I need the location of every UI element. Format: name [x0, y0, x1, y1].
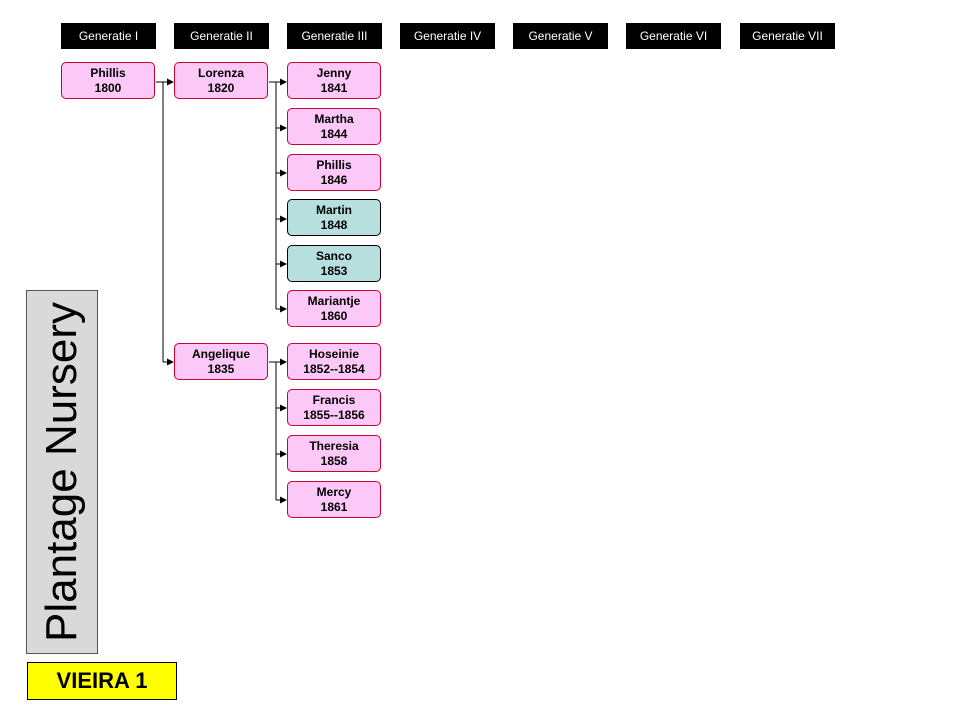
person-name: Mariantje [307, 294, 361, 308]
person-years: 1835 [207, 362, 235, 376]
person-years: 1855--1856 [303, 408, 365, 422]
person-name: Theresia [309, 439, 359, 453]
person-martha[interactable]: Martha 1844 [287, 108, 381, 145]
person-name: Angelique [191, 347, 250, 361]
person-years: 1853 [320, 264, 348, 278]
person-name: Lorenza [197, 66, 244, 80]
person-name: Francis [312, 393, 356, 407]
generation-header-7: Generatie VII [740, 23, 835, 49]
generation-header-3: Generatie III [287, 23, 382, 49]
person-years: 1841 [320, 81, 348, 95]
person-years: 1852--1854 [303, 362, 365, 376]
person-name: Mercy [316, 485, 352, 499]
person-name: Jenny [316, 66, 352, 80]
generation-header-6: Generatie VI [626, 23, 721, 49]
person-name: Martha [314, 112, 354, 126]
person-name: Phillis [316, 158, 352, 172]
plantation-title: Plantage Nursery [37, 302, 86, 642]
person-years: 1861 [320, 500, 348, 514]
generation-header-5: Generatie V [513, 23, 608, 49]
person-years: 1844 [320, 127, 348, 141]
family-label: VIEIRA 1 [27, 662, 177, 700]
generation-header-4: Generatie IV [400, 23, 495, 49]
person-phillis-1846[interactable]: Phillis 1846 [287, 154, 381, 191]
person-mercy[interactable]: Mercy 1861 [287, 481, 381, 518]
generation-header-1: Generatie I [61, 23, 156, 49]
person-hoseinie[interactable]: Hoseinie 1852--1854 [287, 343, 381, 380]
person-sanco[interactable]: Sanco 1853 [287, 245, 381, 282]
person-martin[interactable]: Martin 1848 [287, 199, 381, 236]
person-jenny[interactable]: Jenny 1841 [287, 62, 381, 99]
person-name: Martin [316, 203, 352, 217]
person-years: 1820 [207, 81, 235, 95]
person-name: Hoseinie [308, 347, 359, 361]
person-years: 1860 [320, 309, 348, 323]
generation-header-2: Generatie II [174, 23, 269, 49]
person-name: Phillis [90, 66, 126, 80]
person-lorenza[interactable]: Lorenza 1820 [174, 62, 268, 99]
person-years: 1848 [320, 218, 348, 232]
person-theresia[interactable]: Theresia 1858 [287, 435, 381, 472]
person-name: Sanco [315, 249, 352, 263]
person-years: 1800 [94, 81, 122, 95]
person-years: 1846 [320, 173, 348, 187]
person-mariantje[interactable]: Mariantje 1860 [287, 290, 381, 327]
plantation-sidebar: Plantage Nursery [26, 290, 98, 654]
person-francis[interactable]: Francis 1855--1856 [287, 389, 381, 426]
person-angelique[interactable]: Angelique 1835 [174, 343, 268, 380]
person-phillis-1800[interactable]: Phillis 1800 [61, 62, 155, 99]
person-years: 1858 [320, 454, 348, 468]
